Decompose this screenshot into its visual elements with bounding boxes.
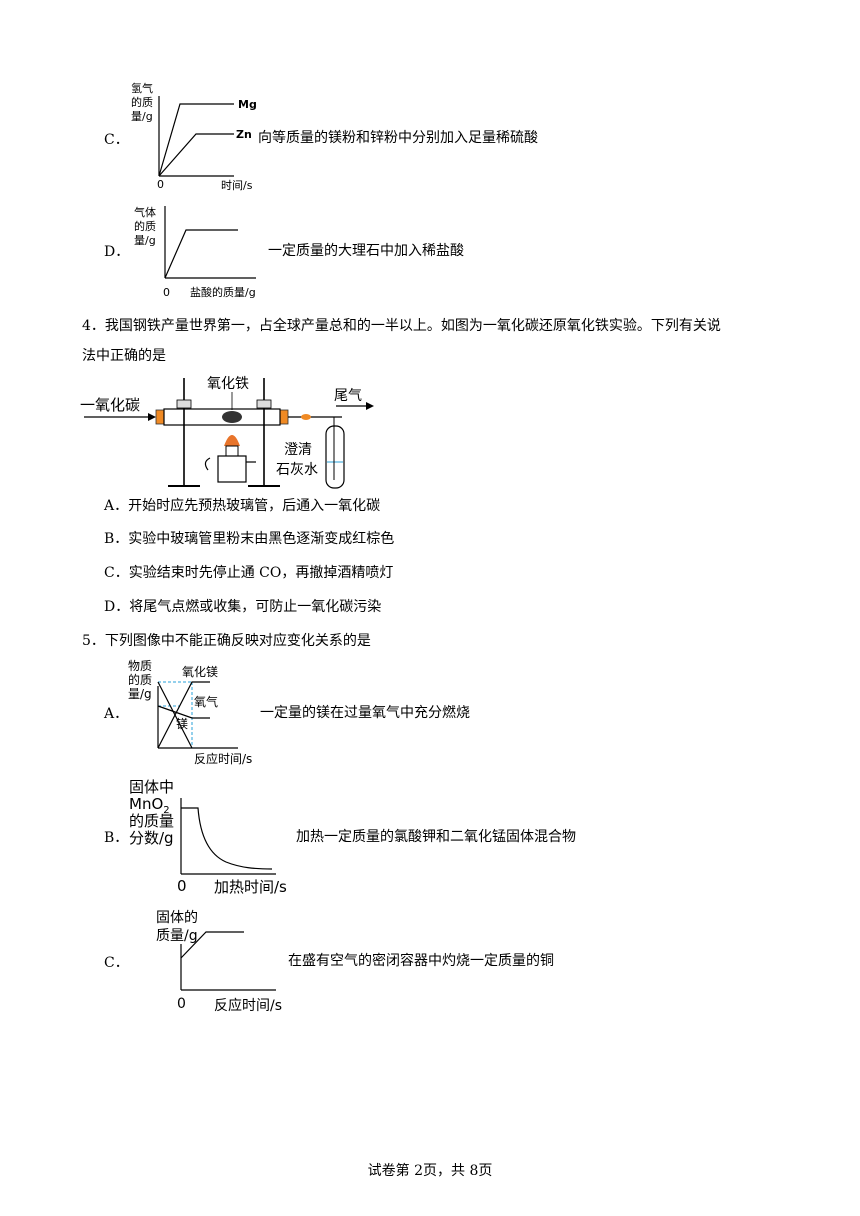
q5a-ylabel-1: 物质 <box>128 659 152 673</box>
q5-option-b-desc: 加热一定质量的氯酸钾和二氧化锰固体混合物 <box>296 829 576 845</box>
q5c-ylabel-2: 质量/g <box>156 928 198 944</box>
q3-option-d-chart: 气体 的质 量/g 0 盐酸的质量/g <box>134 205 256 299</box>
q4-limewater-label-1: 澄清 <box>284 442 312 458</box>
q5-option-a-chart: 物质 的质 量/g 氧化镁 氧气 镁 反应时间/s <box>128 659 252 766</box>
q4-iron-oxide-label: 氧化铁 <box>207 376 249 392</box>
q4-option-c: C．实验结束时先停止通 CO，再撤掉酒精喷灯 <box>104 563 393 583</box>
q5a-label-mg: 镁 <box>176 717 188 731</box>
q4-co-label: 一氧化碳 <box>80 396 140 414</box>
q5-option-c-desc: 在盛有空气的密闭容器中灼烧一定质量的铜 <box>288 953 554 969</box>
q5b-origin: 0 <box>177 877 187 895</box>
q3-option-c-label: C． <box>104 132 129 148</box>
q5a-curve-mg <box>157 681 193 749</box>
q4-option-c-label: C． <box>104 565 129 581</box>
q5b-xlabel: 加热时间/s <box>214 878 287 896</box>
q4-lamp-nozzle <box>225 445 239 457</box>
q4-rubber-joint <box>301 414 311 420</box>
q4-option-a: A．开始时应先预热玻璃管，后通入一氧化碳 <box>104 496 380 516</box>
q5-option-c-chart: 固体的 质量/g 0 反应时间/s <box>156 910 282 1014</box>
q4-co-arrow-head <box>148 413 156 421</box>
q4-alcohol-lamp <box>217 455 247 483</box>
q4-left-stopper <box>155 409 165 425</box>
q5a-ylabel-2: 的质 <box>128 672 152 687</box>
q5a-curve-oxygen <box>157 705 210 719</box>
q4-lamp-handle <box>204 457 211 471</box>
q4-option-b-text: 实验中玻璃管里粉末由黑色逐渐变成红棕色 <box>128 531 395 547</box>
q4-right-stopper <box>279 409 289 425</box>
q3c-ylabel-1: 氢气 <box>131 81 153 95</box>
q5-stem: 5．下列图像中不能正确反映对应变化关系的是 <box>82 633 371 649</box>
q5b-ylabel-4: 分数/g <box>129 829 174 847</box>
q5c-ylabel-1: 固体的 <box>156 910 198 926</box>
q3-option-c-desc: 向等质量的镁粉和锌粉中分别加入足量稀硫酸 <box>258 130 538 146</box>
q4-option-d-text: 将尾气点燃或收集，可防止一氧化碳污染 <box>129 599 382 615</box>
q5b-ylabel-2: MnO2 <box>129 795 170 816</box>
q5-option-c-label: C． <box>104 955 129 971</box>
q5-option-a-label: A． <box>104 706 129 722</box>
q3c-origin: 0 <box>157 178 164 191</box>
q4-option-d-label: D． <box>104 599 130 615</box>
page-footer: 试卷第 2页，共 8页 <box>367 1163 493 1179</box>
q4-option-c-text: 实验结束时先停止通 CO，再撤掉酒精喷灯 <box>128 565 394 581</box>
q5c-curve <box>180 931 244 959</box>
q5a-label-mgo: 氧化镁 <box>182 665 218 679</box>
q3c-legend-mg: Mg <box>238 98 257 111</box>
q5a-ylabel-3: 量/g <box>128 687 152 701</box>
q4-tail-gas-arrow-head <box>366 402 374 410</box>
q5c-origin: 0 <box>177 996 186 1012</box>
q3c-ylabel-2: 的质 <box>131 95 153 109</box>
q5b-ylabel-3: 的质量 <box>129 812 174 830</box>
q3d-origin: 0 <box>163 286 170 299</box>
q3-option-c-chart: 氢气 的质 量/g Mg Zn 0 时间/s <box>131 81 257 192</box>
q4-right-clamp <box>256 399 272 409</box>
q5c-xlabel: 反应时间/s <box>214 997 282 1014</box>
q5a-curve-mgo <box>157 681 210 749</box>
q3c-series-mg <box>158 103 234 177</box>
q5b-curve <box>181 807 273 870</box>
q3c-legend-zn: Zn <box>236 128 252 141</box>
q5b-ylabel-2-main: MnO <box>129 795 163 813</box>
q3d-ylabel-3: 量/g <box>134 234 156 247</box>
q3d-ylabel-1: 气体 <box>134 205 156 219</box>
q5-option-a-desc: 一定量的镁在过量氧气中充分燃烧 <box>260 705 470 721</box>
q3c-ylabel-3: 量/g <box>131 110 153 123</box>
q3-option-d-label: D． <box>104 244 130 260</box>
q4-flame <box>224 435 240 446</box>
q3d-ylabel-2: 的质 <box>134 219 156 233</box>
q3d-curve <box>164 229 238 279</box>
q4-stem-line2: 法中正确的是 <box>82 348 166 364</box>
q4-tail-gas-label: 尾气 <box>334 388 362 404</box>
q4-option-b: B．实验中玻璃管里粉末由黑色逐渐变成红棕色 <box>104 529 394 549</box>
q3-option-d-desc: 一定质量的大理石中加入稀盐酸 <box>268 243 464 259</box>
q4-option-a-text: 开始时应先预热玻璃管，后通入一氧化碳 <box>128 498 381 514</box>
q4-option-a-label: A． <box>104 498 129 514</box>
q4-limewater-label-2: 石灰水 <box>276 462 318 478</box>
q5a-xlabel: 反应时间/s <box>194 751 252 766</box>
q3c-xlabel: 时间/s <box>221 179 253 192</box>
q4-iron-oxide-powder <box>222 411 242 423</box>
q4-option-d: D．将尾气点燃或收集，可防止一氧化碳污染 <box>104 597 381 617</box>
q3d-xlabel: 盐酸的质量/g <box>190 285 256 299</box>
q3c-series-zn <box>158 133 234 177</box>
q5a-label-oxygen: 氧气 <box>194 694 218 709</box>
q5b-ylabel-1: 固体中 <box>129 778 174 796</box>
q5b-ylabel-2-sub: 2 <box>163 805 169 816</box>
q5-option-b-label: B． <box>104 830 129 846</box>
q4-glass-tube <box>163 408 281 426</box>
q4-left-clamp <box>176 399 192 409</box>
q5-option-b-chart: 固体中 MnO2 的质量 分数/g 0 加热时间/s <box>129 778 287 896</box>
q4-test-tube <box>325 425 345 489</box>
q4-stem-line1: 4．我国钢铁产量世界第一，占全球产量总和的一半以上。如图为一氧化碳还原氧化铁实验… <box>82 318 721 334</box>
q4-option-b-label: B． <box>104 531 129 547</box>
q4-apparatus-figure: 一氧化碳 氧化铁 尾气 澄清 石灰水 <box>80 376 374 489</box>
